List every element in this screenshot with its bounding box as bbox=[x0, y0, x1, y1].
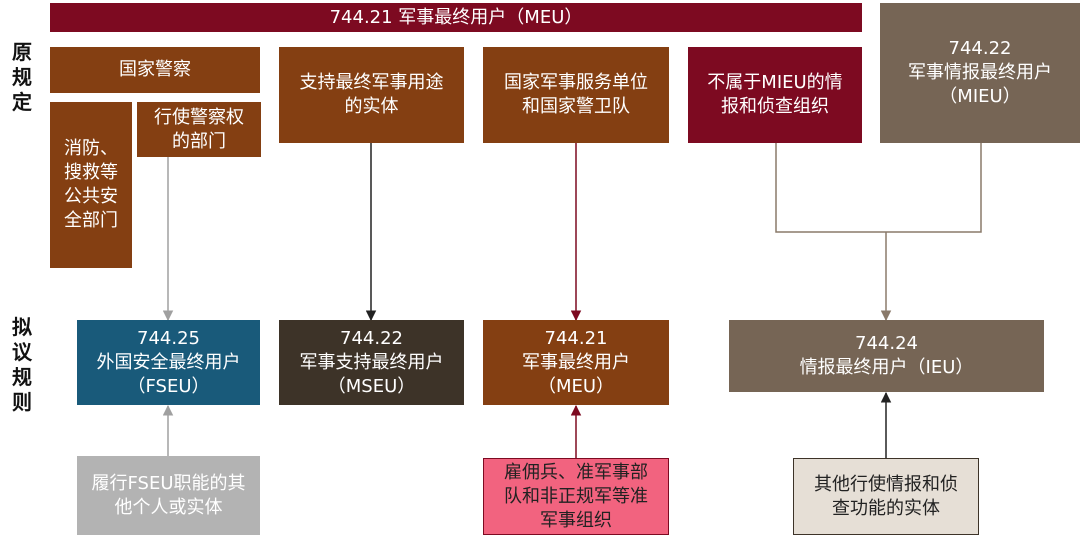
side-label-proposed: 拟 议 规 则 bbox=[12, 315, 32, 414]
fire-rescue-box: 消防、 搜救等 公共安 全部门 bbox=[50, 102, 132, 268]
police-power-box: 行使警察权 的部门 bbox=[137, 102, 261, 157]
fseu-other-box: 履行FSEU职能的其 他个人或实体 bbox=[77, 456, 260, 535]
not-mieu-box: 不属于MIEU的情 报和侦查组织 bbox=[688, 47, 862, 143]
mseu-box: 744.22 军事支持最终用户 （MSEU） bbox=[279, 320, 464, 405]
meu-box: 744.21 军事最终用户 （MEU） bbox=[483, 320, 669, 405]
police-box: 国家警察 bbox=[50, 47, 260, 93]
mieu-box: 744.22 军事情报最终用户 （MIEU） bbox=[880, 3, 1080, 143]
connector-intel-merge bbox=[775, 143, 982, 233]
ieu-box: 744.24 情报最终用户（IEU） bbox=[729, 320, 1044, 392]
fseu-box: 744.25 外国安全最终用户 （FSEU） bbox=[77, 320, 260, 405]
intel-other-box: 其他行使情报和侦 查功能的实体 bbox=[793, 458, 979, 535]
support-entity-box: 支持最终军事用途 的实体 bbox=[279, 47, 464, 143]
meu-banner: 744.21 军事最终用户（MEU） bbox=[50, 3, 862, 32]
side-label-original: 原 规 定 bbox=[12, 40, 32, 114]
service-units-box: 国家军事服务单位 和国家警卫队 bbox=[483, 47, 669, 143]
mercenary-box: 雇佣兵、准军事部 队和非正规军等准 军事组织 bbox=[483, 458, 669, 535]
